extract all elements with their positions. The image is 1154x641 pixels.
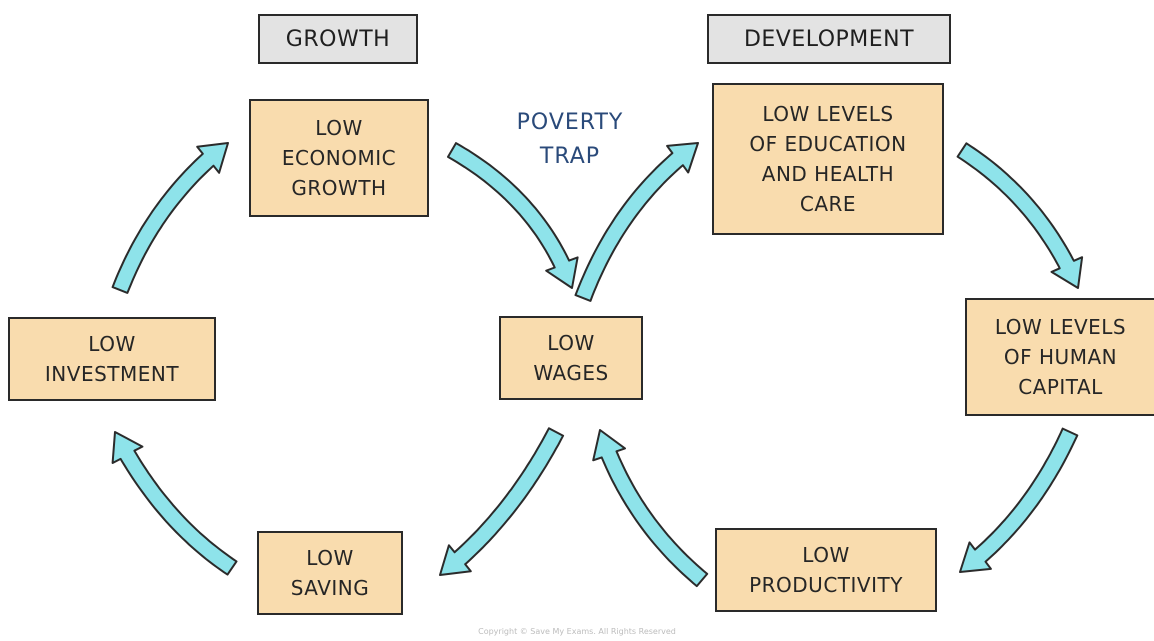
development-header: DEVELOPMENT xyxy=(707,14,951,64)
low-wages-box: LOW WAGES xyxy=(499,316,643,400)
arrow-wages-to-saving xyxy=(439,427,565,576)
poverty-trap-label: POVERTY TRAP xyxy=(516,110,624,169)
arrow-wages-to-education xyxy=(574,142,699,302)
low-productivity-box: LOW PRODUCTIVITY xyxy=(715,528,937,612)
low-investment-box: LOW INVESTMENT xyxy=(8,317,216,401)
arrow-human-capital-to-productivity xyxy=(959,427,1079,573)
low-education-health-box: LOW LEVELS OF EDUCATION AND HEALTH CARE xyxy=(712,83,944,235)
arrow-investment-to-growth xyxy=(111,142,229,294)
low-economic-growth-box: LOW ECONOMIC GROWTH xyxy=(249,99,429,217)
arrow-productivity-to-wages xyxy=(592,429,709,588)
growth-header: GROWTH xyxy=(258,14,418,64)
arrow-saving-to-investment xyxy=(111,431,238,576)
copyright-text: Copyright © Save My Exams. All Rights Re… xyxy=(478,627,676,636)
arrow-growth-to-wages xyxy=(447,142,579,289)
low-human-capital-box: LOW LEVELS OF HUMAN CAPITAL xyxy=(965,298,1154,416)
low-saving-box: LOW SAVING xyxy=(257,531,403,615)
arrow-education-to-human-capital xyxy=(956,142,1084,289)
